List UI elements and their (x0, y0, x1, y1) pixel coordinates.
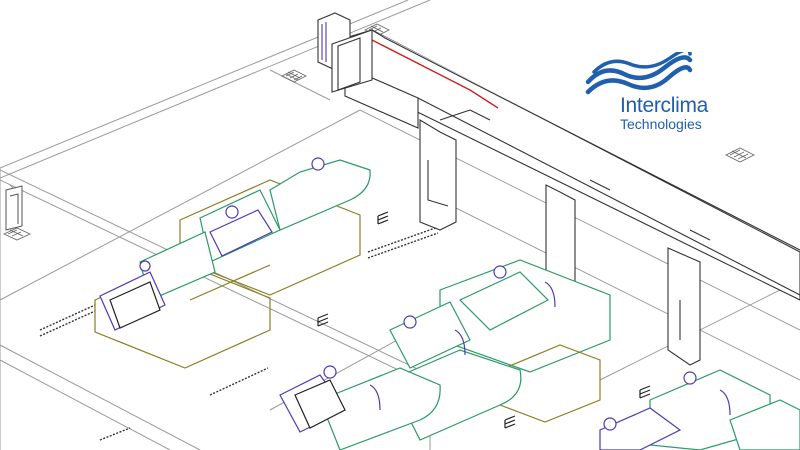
ceiling-diffusers (3, 23, 755, 241)
brand-subtitle: Technologies (620, 116, 702, 132)
wave-logo-icon (585, 52, 693, 95)
supply-highlight-line (371, 39, 499, 109)
brand-logo: Interclima Technologies (584, 52, 744, 132)
fan-coil-unit-group-1 (94, 157, 371, 369)
brand-name: Interclima (620, 94, 709, 117)
floor-markings (39, 226, 439, 441)
drop-ducts (419, 119, 701, 366)
left-beam (5, 185, 23, 231)
fan-coil-unit-group-3 (599, 369, 800, 450)
fan-coil-unit-group-2 (279, 259, 611, 450)
electrical-symbols (317, 211, 651, 429)
air-handler (317, 12, 373, 93)
